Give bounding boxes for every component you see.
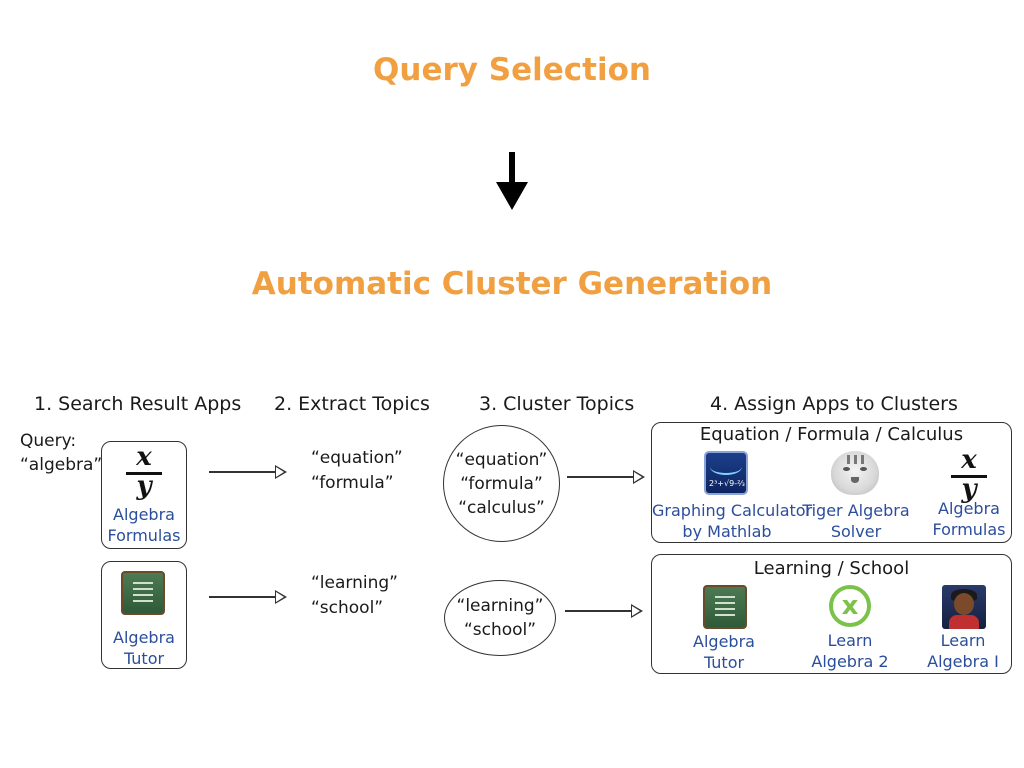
cluster-topic: “equation” [455, 449, 548, 470]
cluster-topic: “school” [463, 620, 537, 640]
tiger-icon [831, 451, 879, 495]
app-label-line1: Learn [827, 631, 873, 650]
cluster-app-tiger-algebra: Tiger Algebra Solver [802, 423, 910, 543]
down-arrow-icon [496, 152, 528, 210]
graphing-calculator-icon: 2³+√9-⅔ [704, 451, 748, 495]
app-label-line1: Learn [940, 631, 986, 650]
chalkboard-icon [703, 585, 747, 629]
cluster-title: Equation / Formula / Calculus [699, 424, 964, 445]
cluster-title: Learning / School [753, 558, 910, 579]
cluster-app-graphing-calculator: 2³+√9-⅔ Graphing Calculator by Mathlab [652, 423, 813, 543]
app-label-line1: Algebra [113, 505, 175, 524]
search-app-algebra-tutor: Algebra Tutor [101, 561, 187, 669]
extracted-topic: “learning” [311, 573, 398, 593]
extracted-topic: “school” [311, 598, 384, 618]
learn-algebra-1-icon [942, 585, 986, 629]
app-label-line1: Algebra [938, 499, 1000, 518]
cluster-topics-ellipse: “learning” “school” [444, 580, 556, 656]
app-label-line2: Tutor [123, 649, 165, 668]
automatic-cluster-generation-title: Automatic Cluster Generation [251, 266, 773, 302]
query-label: Query: [20, 431, 77, 451]
app-label-line1: Algebra [113, 628, 175, 647]
app-label-line1: Algebra [693, 632, 755, 651]
arrow-right-icon [565, 603, 643, 619]
app-label-line1: Graphing Calculator [652, 501, 813, 520]
extracted-topic: “equation” [311, 448, 403, 468]
cluster-app-algebra-tutor: Algebra Tutor [681, 555, 767, 675]
step-1-header: 1. Search Result Apps [34, 393, 242, 415]
arrow-right-icon [209, 464, 287, 480]
app-label-line2: Algebra 2 [811, 652, 889, 671]
app-label-line2: by Mathlab [682, 522, 772, 541]
cluster-app-learn-algebra-2: x Learn Algebra 2 [807, 555, 893, 675]
query-value: “algebra” [20, 455, 103, 475]
cluster-topic: “learning” [456, 596, 544, 616]
cluster-box-learning: Learning / School Algebra Tutor x Learn … [651, 554, 1012, 674]
step-4-header: 4. Assign Apps to Clusters [710, 393, 958, 415]
query-selection-title: Query Selection [373, 52, 651, 88]
cluster-topics-ellipse: “equation” “formula” “calculus” [443, 425, 560, 542]
cluster-app-learn-algebra-1: Learn Algebra I [920, 555, 1006, 675]
step-2-header: 2. Extract Topics [274, 393, 430, 415]
app-label-line2: Solver [830, 522, 882, 541]
step-3-header: 3. Cluster Topics [479, 393, 635, 415]
app-label-line2: Algebra I [927, 652, 999, 671]
cluster-box-equation: Equation / Formula / Calculus 2³+√9-⅔ Gr… [651, 422, 1012, 543]
app-label-line2: Formulas [932, 520, 1006, 539]
extracted-topic: “formula” [311, 473, 394, 493]
chalkboard-icon [121, 571, 165, 615]
app-label-line1: Tiger Algebra [802, 501, 910, 520]
cluster-topic: “calculus” [458, 497, 545, 518]
learn-algebra-2-icon: x [829, 585, 871, 627]
cluster-topic: “formula” [460, 473, 543, 494]
arrow-right-icon [567, 469, 645, 485]
app-label-line2: Formulas [107, 526, 181, 545]
app-label-line2: Tutor [703, 653, 745, 672]
arrow-right-icon [209, 589, 287, 605]
